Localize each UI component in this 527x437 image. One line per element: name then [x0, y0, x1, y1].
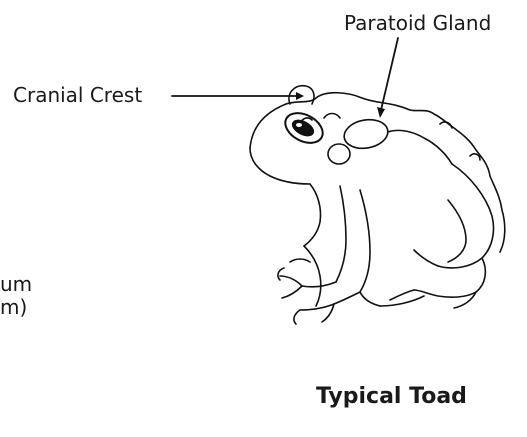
cranial-crest-label: Cranial Crest [13, 84, 142, 107]
paratoid-gland-pointer [377, 38, 398, 118]
paratoid-gland-label: Paratoid Gland [344, 12, 491, 35]
tympanum-label: um m) [0, 273, 32, 319]
toad-eye [280, 107, 328, 149]
figure-caption: Typical Toad [316, 384, 467, 409]
tympanum-shape [328, 144, 350, 164]
tympanum-label-line2: m) [0, 296, 32, 319]
tympanum-label-line1: um [0, 273, 32, 296]
cranial-crest-pointer [172, 92, 304, 100]
paratoid-gland-shape [342, 116, 390, 151]
